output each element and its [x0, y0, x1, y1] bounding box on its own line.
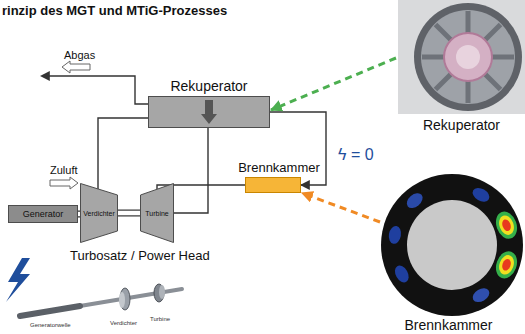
box-heading: Brennkammer	[236, 160, 322, 175]
combustor-photo: Brennkammer	[372, 172, 525, 334]
box-body	[245, 177, 301, 193]
recuperator-photo: Rekuperator	[398, 0, 525, 134]
text-holder: Generator	[9, 206, 77, 222]
combustor-box: Brennkammer	[236, 160, 322, 193]
text-holder: Verdichter	[80, 183, 118, 243]
flow-connector	[98, 118, 148, 189]
label-wrap: ϟ = 0	[338, 145, 374, 164]
part-label: Generatorwelle	[30, 322, 71, 329]
label-wrap: Abgas	[64, 49, 95, 62]
flow-connector	[271, 58, 396, 110]
flow-label: Zuluft	[50, 164, 78, 177]
part-label: Turbine	[150, 316, 170, 323]
title-wrap: rinzip des MGT und MTiG-Prozesses	[2, 3, 227, 19]
photo-caption: Brennkammer	[372, 317, 525, 333]
text-holder: Turbine	[140, 183, 174, 243]
photo-caption: Rekuperator	[398, 117, 525, 133]
label-wrap: Turbine	[150, 316, 170, 323]
shape-label: Turbine	[145, 209, 168, 218]
recuperator-box: Rekuperator	[148, 78, 270, 128]
shaft-connector	[117, 213, 141, 214]
exhaust-arrow	[62, 61, 90, 73]
flow-connector	[302, 193, 380, 222]
flow-label: Abgas	[64, 49, 95, 62]
intake-arrow	[50, 177, 78, 189]
box-body	[148, 96, 270, 128]
text-holder: Rekuperator	[398, 117, 525, 133]
recuperator-picture	[398, 0, 525, 114]
shaft-illustration	[20, 284, 182, 316]
combustor-picture	[372, 172, 525, 318]
label-wrap: Verdichter	[110, 320, 137, 327]
shape-label: Verdichter	[83, 209, 115, 218]
lightning-icon	[6, 258, 30, 302]
flow-arrow	[149, 97, 269, 127]
label-wrap: Zuluft	[50, 164, 78, 177]
flow-connector	[174, 128, 208, 213]
turbine-shape: Turbine	[140, 183, 174, 243]
compressor-shape: Verdichter	[80, 183, 118, 243]
diagram-title: rinzip des MGT und MTiG-Prozesses	[2, 3, 227, 19]
label-wrap: Generatorwelle	[30, 322, 71, 329]
power-note: ϟ = 0	[338, 145, 374, 164]
generator-box: Generator	[8, 205, 78, 223]
part-label: Verdichter	[110, 320, 137, 327]
shape-label: Generator	[23, 209, 64, 220]
shaft-connector	[78, 214, 80, 215]
text-holder: Brennkammer	[372, 317, 525, 333]
box-heading: Rekuperator	[148, 78, 270, 94]
exhaust-line	[42, 76, 148, 104]
label-wrap: Turbosatz / Power Head	[70, 248, 210, 264]
group-label: Turbosatz / Power Head	[70, 248, 210, 264]
